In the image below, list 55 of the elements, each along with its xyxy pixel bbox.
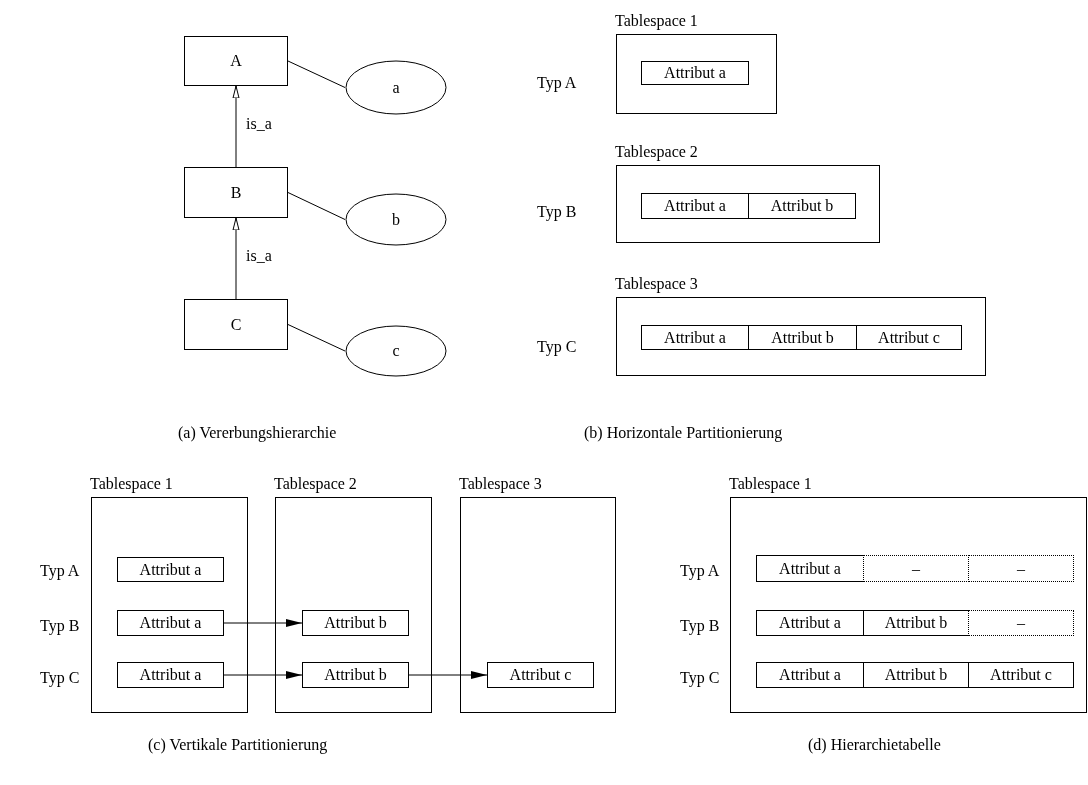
attribute-box: Attribut a: [641, 193, 749, 219]
attribute-box: Attribut b: [863, 610, 969, 636]
subfigure-caption: (c) Vertikale Partitionierung: [148, 736, 328, 754]
tablespace-label: Tablespace 3: [459, 475, 542, 493]
type-label: Typ A: [537, 74, 577, 92]
entity-box: B: [184, 167, 288, 218]
attribute-box: Attribut a: [641, 61, 749, 85]
type-label: Typ B: [537, 203, 577, 221]
entity-box: C: [184, 299, 288, 350]
tablespace-label: Tablespace 2: [615, 143, 698, 161]
attribute-box: Attribut c: [856, 325, 962, 350]
attribute-ellipse: a: [345, 60, 447, 115]
attribute-box: Attribut a: [756, 610, 864, 636]
tablespace-label: Tablespace 3: [615, 275, 698, 293]
attribute-box: Attribut b: [748, 193, 856, 219]
connector-line: [287, 60, 346, 88]
attribute-box: Attribut a: [756, 555, 864, 582]
attribute-box: Attribut c: [968, 662, 1074, 688]
attribute-box: Attribut b: [863, 662, 969, 688]
type-label: Typ C: [537, 338, 577, 356]
arrow: [223, 619, 303, 627]
connector-line: [287, 192, 346, 220]
subfigure-caption: (a) Vererbungshierarchie: [178, 424, 337, 442]
tablespace-label: Tablespace 1: [90, 475, 173, 493]
attribute-box: Attribut a: [641, 325, 749, 350]
type-label: Typ A: [680, 562, 720, 580]
attribute-box: Attribut a: [117, 557, 224, 582]
attribute-ellipse: c: [345, 325, 447, 377]
attribute-box: Attribut b: [748, 325, 857, 350]
tablespace-label: Tablespace 1: [729, 475, 812, 493]
attribute-ellipse: b: [345, 193, 447, 246]
attribute-box: Attribut a: [117, 662, 224, 688]
subfigure-caption: (b) Horizontale Partitionierung: [584, 424, 783, 442]
arrow: [223, 671, 303, 679]
attribute-box: Attribut a: [756, 662, 864, 688]
attribute-box: Attribut b: [302, 610, 409, 636]
type-label: Typ C: [680, 669, 720, 687]
type-label: Typ B: [40, 617, 80, 635]
subfigure-caption: (d) Hierarchietabelle: [808, 736, 941, 754]
type-label: Typ A: [40, 562, 80, 580]
attribute-box: Attribut b: [302, 662, 409, 688]
arrow: [232, 85, 240, 168]
entity-box: A: [184, 36, 288, 86]
arrow: [408, 671, 488, 679]
type-label: Typ C: [40, 669, 80, 687]
tablespace-label: Tablespace 2: [274, 475, 357, 493]
empty-attribute-box: –: [968, 610, 1074, 636]
type-label: Typ B: [680, 617, 720, 635]
tablespace-label: Tablespace 1: [615, 12, 698, 30]
connector-line: [287, 324, 346, 352]
attribute-box: Attribut c: [487, 662, 594, 688]
arrow: [232, 217, 240, 300]
empty-attribute-box: –: [968, 555, 1074, 582]
empty-attribute-box: –: [863, 555, 969, 582]
attribute-box: Attribut a: [117, 610, 224, 636]
